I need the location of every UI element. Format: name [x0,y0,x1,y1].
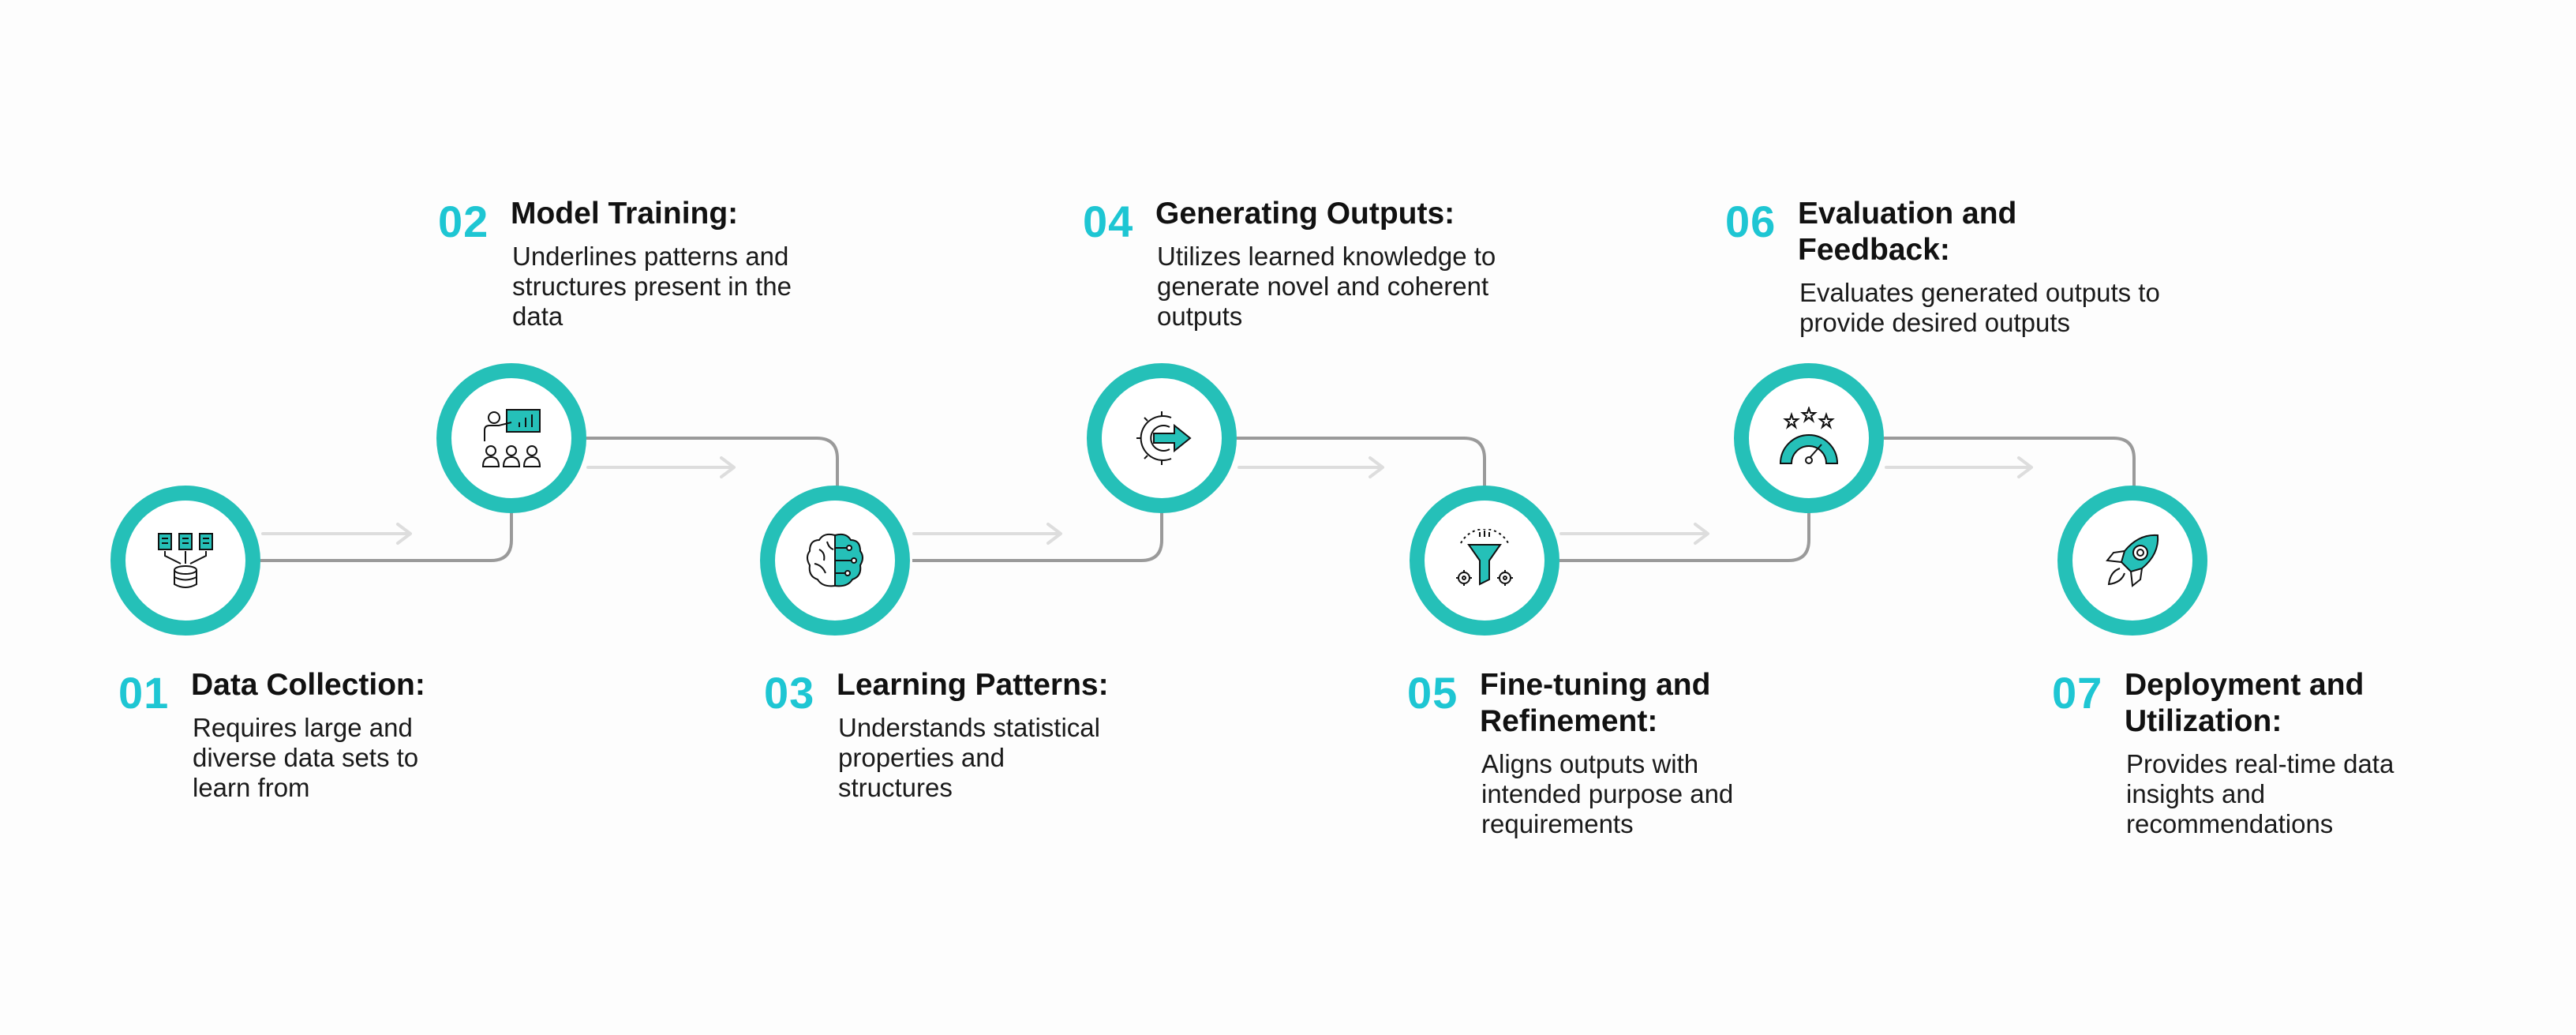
step-2-node [436,363,586,513]
step-number: 02 [438,197,489,246]
step-1-node [110,486,260,636]
step-title: Fine-tuning and Refinement: [1480,668,1711,738]
step-description: Understands statistical properties and s… [838,713,1100,802]
step-number: 03 [764,668,815,718]
step-description: Evaluates generated outputs to provide d… [1799,278,2160,337]
rating-gauge-icon [1779,407,1839,464]
rocket-icon [2106,534,2159,587]
step-7-node [2057,486,2207,636]
funnel-gears-icon [1456,529,1513,586]
step-title: Deployment and Utilization: [2125,668,2364,738]
step-title: Data Collection: [191,668,425,702]
flow-arrow-6 [1885,456,2033,478]
connector-6-7 [1884,437,2136,488]
flow-arrow-2 [586,456,736,478]
connector-1-2 [260,475,513,562]
step-title: Generating Outputs: [1155,197,1455,231]
step-description: Utilizes learned knowledge to generate n… [1157,242,1496,331]
step-number: 07 [2052,668,2103,718]
step-description: Provides real-time data insights and rec… [2126,749,2394,838]
step-5-node [1410,486,1559,636]
step-4-node [1087,363,1237,513]
connector-4-5 [1237,437,1486,488]
step-3-node [760,486,910,636]
step-description: Underlines patterns and structures prese… [512,242,792,331]
flow-arrow-5 [1559,523,1709,545]
step-number: 01 [118,668,170,718]
step-6-node [1734,363,1884,513]
step-number: 04 [1083,197,1134,246]
brain-circuit-icon [807,533,863,587]
step-description: Aligns outputs with intended purpose and… [1481,749,1734,838]
step-title: Learning Patterns: [837,668,1109,702]
flow-arrow-4 [1237,456,1384,478]
flow-arrow-3 [912,523,1062,545]
step-number: 05 [1407,668,1458,718]
step-title: Evaluation and Feedback: [1798,197,2017,267]
step-title: Model Training: [511,197,739,231]
database-collection-icon [158,533,213,588]
flow-arrow-1 [261,523,412,545]
connector-2-3 [586,437,839,488]
step-number: 06 [1725,197,1777,246]
connector-3-4 [912,475,1163,562]
step-description: Requires large and diverse data sets to … [193,713,419,802]
gear-arrow-icon [1136,411,1192,465]
connector-5-6 [1559,475,1810,562]
presentation-training-icon [481,409,541,467]
